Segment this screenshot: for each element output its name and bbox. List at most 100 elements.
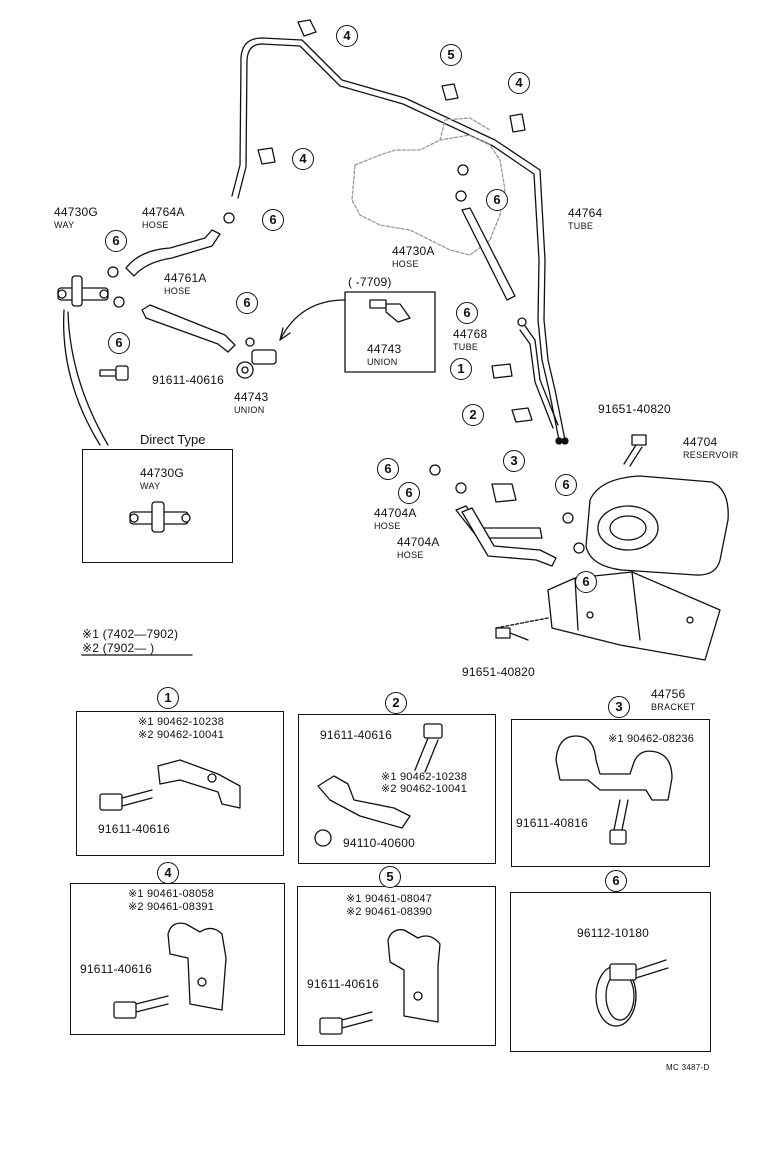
callout-6-reservoir: 6: [555, 474, 577, 496]
callout-4-left: 4: [292, 148, 314, 170]
callout-3-mid: 3: [503, 450, 525, 472]
bolt-91651-40820-bottom: [495, 627, 529, 641]
detail-panel-2: [298, 714, 496, 864]
hose-44730a: [461, 207, 516, 301]
bracket-44756: [547, 571, 721, 661]
label-44756-name: BRACKET: [651, 702, 696, 712]
way-fitting: [57, 275, 109, 307]
d2-part-b: ※2 90462-10041: [381, 783, 468, 795]
label-44768-num: 44768: [453, 327, 488, 341]
d5-part-a: ※1 90461-08047: [346, 893, 433, 905]
label-91651-40820-bottom: 91651-40820: [462, 665, 535, 679]
callout-1-mid: 1: [450, 358, 472, 380]
d3-part-a: ※1 90462-08236: [608, 733, 695, 745]
hose-44764a: [125, 229, 221, 277]
label-44704a-1-num: 44704A: [374, 506, 417, 520]
label-91611-40616: 91611-40616: [152, 373, 225, 387]
label-91651-40820-top: 91651-40820: [598, 402, 671, 416]
detail-panel-5: [297, 886, 496, 1046]
d4-part-b: ※2 90461-08391: [128, 901, 215, 913]
callout-6-tube: 6: [456, 302, 478, 324]
detail-2-drawing: [314, 723, 443, 847]
callout-5-top: 5: [440, 44, 462, 66]
callout-6-union: 6: [236, 292, 258, 314]
detail-callout-2: 2: [385, 692, 407, 714]
tube-44768: [519, 325, 559, 429]
direct-type-name: WAY: [140, 481, 161, 491]
arrow-to-union: [279, 299, 346, 341]
hose-44761a: [141, 304, 236, 353]
callout-6-master: 6: [486, 189, 508, 211]
master-cylinder-outline: [351, 117, 506, 256]
label-44704a-2-name: HOSE: [397, 550, 424, 560]
label-44704a-2-num: 44704A: [397, 535, 440, 549]
callout-6-way-bottom: 6: [108, 332, 130, 354]
label-date-range: ( -7709): [348, 275, 392, 289]
callout-4-right: 4: [508, 72, 530, 94]
callout-2-mid: 2: [462, 404, 484, 426]
union-44743: [236, 349, 277, 379]
label-44730g-name: WAY: [54, 220, 75, 230]
union-box-part: [369, 299, 411, 323]
detail-panel-6: [510, 892, 711, 1052]
callout-6-way-top: 6: [105, 230, 127, 252]
note-1: ※1 (7402—7902): [82, 627, 179, 641]
label-44730a-name: HOSE: [392, 259, 419, 269]
detail-callout-4: 4: [157, 862, 179, 884]
direct-type-panel: [82, 449, 233, 563]
detail-callout-3: 3: [608, 696, 630, 718]
callout-6-hose: 6: [262, 209, 284, 231]
detail-3-drawing: [555, 735, 673, 845]
bracket-leader: [495, 617, 549, 629]
label-44761a-name: HOSE: [164, 286, 191, 296]
label-44764a-num: 44764A: [142, 205, 185, 219]
d3-bolt: 91611-40816: [516, 816, 589, 830]
detail-callout-5: 5: [379, 866, 401, 888]
detail-panel-3: [511, 719, 710, 867]
d5-part-b: ※2 90461-08390: [346, 906, 433, 918]
hose-44704a-lower: [461, 507, 557, 567]
direct-type-num: 44730G: [140, 466, 184, 480]
detail-6-drawing: [595, 959, 669, 1027]
detail-callout-1: 1: [157, 687, 179, 709]
direct-type-fitting: [129, 501, 191, 533]
label-44704a-1-name: HOSE: [374, 521, 401, 531]
label-44768-name: TUBE: [453, 342, 479, 352]
detail-panel-1: [76, 711, 284, 856]
label-44743-num: 44743: [234, 390, 269, 404]
d2-nut: 94110-40600: [343, 836, 416, 850]
detail-5-drawing: [319, 929, 441, 1035]
label-44764-name: TUBE: [568, 221, 594, 231]
d6-clamp: 96112-10180: [577, 926, 650, 940]
label-44743-box-num: 44743: [367, 342, 402, 356]
label-44764-num: 44764: [568, 206, 603, 220]
detail-4-drawing: [113, 922, 227, 1019]
d5-bolt: 91611-40616: [307, 977, 380, 991]
clamps: [107, 19, 585, 554]
label-44704-num: 44704: [683, 435, 718, 449]
label-44743-box-name: UNION: [367, 357, 398, 367]
figure-code: MC 3487-D: [666, 1063, 710, 1072]
d1-bolt: 91611-40616: [98, 822, 171, 836]
detail-panel-4: [70, 883, 285, 1035]
arrow-head: [279, 327, 291, 341]
detail-callout-6: 6: [605, 870, 627, 892]
callout-4-top: 4: [336, 25, 358, 47]
detail-1-drawing: [99, 759, 241, 811]
bolt-91651-40820-top: [623, 434, 647, 467]
label-44730a-num: 44730A: [392, 244, 435, 258]
d4-bolt: 91611-40616: [80, 962, 153, 976]
label-44704-name: RESERVOIR: [683, 450, 739, 460]
callout-6-hose-lower: 6: [398, 482, 420, 504]
leader-way-to-direct: [62, 309, 109, 446]
direct-type-title: Direct Type: [140, 432, 206, 447]
d1-part-b: ※2 90462-10041: [138, 729, 225, 741]
bolt-91611-40616: [99, 365, 129, 381]
d2-part-a: ※1 90462-10238: [381, 771, 468, 783]
d4-part-a: ※1 90461-08058: [128, 888, 215, 900]
callout-6-reservoir-lower: 6: [575, 571, 597, 593]
d2-bolt: 91611-40616: [320, 728, 393, 742]
note-2: ※2 (7902— ): [82, 641, 155, 655]
reservoir-44704: [585, 475, 729, 576]
